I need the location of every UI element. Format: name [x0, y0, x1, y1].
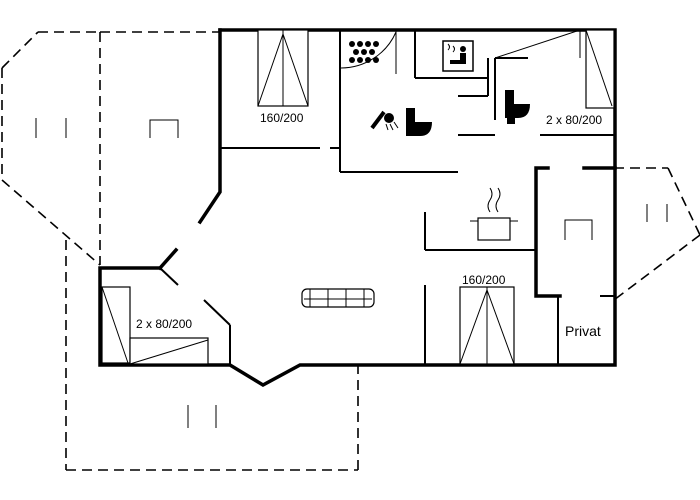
outer-walls	[98, 28, 617, 388]
bed-center-label: 160/200	[462, 273, 506, 287]
toilet-icon	[406, 108, 432, 136]
terrace-right	[613, 167, 700, 301]
door-swings	[339, 29, 581, 74]
bed-top-right	[585, 29, 615, 109]
bed-top-right-label: 2 x 80/200	[546, 113, 602, 127]
bed-top	[257, 29, 309, 107]
terrace-bottom	[65, 240, 359, 471]
bed-left	[101, 286, 209, 365]
sauna-icon	[442, 40, 474, 72]
whirlpool-icon	[349, 41, 379, 63]
private-room-label: Privat	[565, 323, 601, 339]
bed-left-label: 2 x 80/200	[136, 317, 192, 331]
bed-top-label: 160/200	[260, 111, 304, 125]
shower-icon	[370, 110, 399, 131]
terrace-left-railing-marks	[35, 118, 179, 138]
terrace-left	[1, 31, 220, 266]
cooking-pot-icon	[470, 187, 518, 241]
bed-center	[459, 286, 515, 365]
toilet-icon-secondary	[505, 90, 530, 124]
inner-walls	[159, 30, 617, 365]
private-room-table	[564, 219, 593, 240]
sofa-icon	[301, 288, 375, 308]
